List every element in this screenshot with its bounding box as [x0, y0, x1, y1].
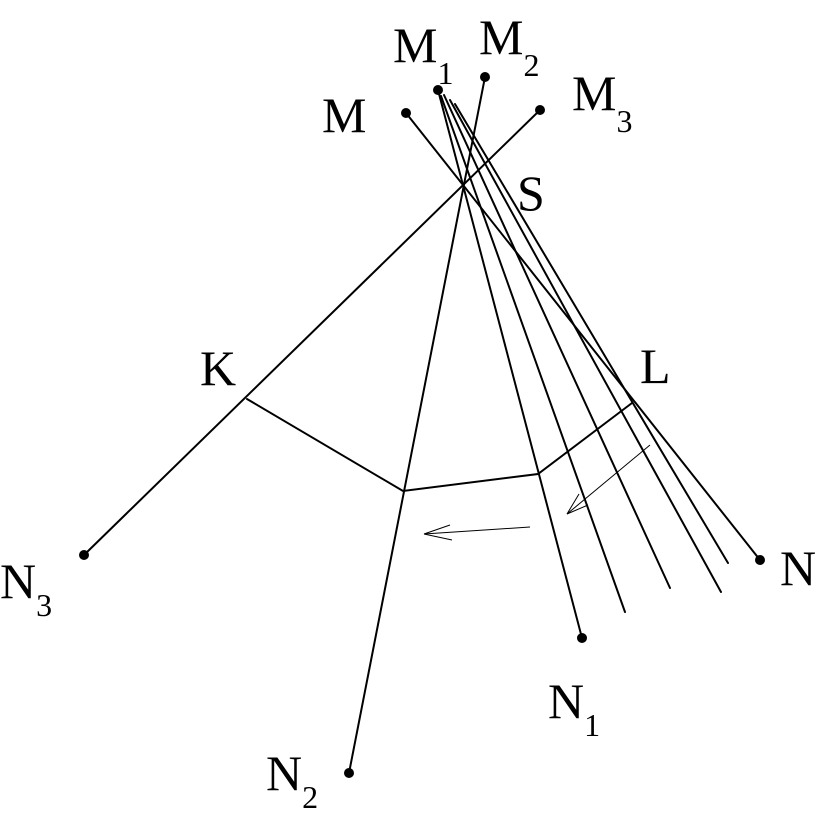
label-l: L: [640, 338, 671, 394]
point-m1: [433, 85, 443, 95]
fan-line: [443, 94, 671, 589]
point-n2: [344, 768, 354, 778]
point-m: [401, 108, 411, 118]
label-n1: N1: [548, 673, 600, 743]
point-n3: [79, 550, 89, 560]
label-s: S: [517, 165, 545, 221]
polygon-k-l: [246, 398, 633, 493]
fan-line: [440, 95, 626, 613]
point-m3: [535, 105, 545, 115]
line-m1-n1: [437, 89, 583, 639]
label-m3: M3: [572, 65, 632, 139]
fan-line: [449, 99, 722, 593]
line-m2-n2: [348, 76, 486, 774]
arrow-diagonal: [566, 444, 651, 515]
arrow-left: [423, 524, 531, 541]
label-n3: N3: [0, 553, 52, 623]
label-n: N: [780, 540, 816, 596]
label-m1: M1: [393, 17, 453, 91]
line-m3-n3: [83, 109, 541, 556]
point-n: [755, 555, 765, 565]
fan-line: [454, 103, 729, 564]
label-k: K: [200, 340, 236, 396]
label-m: M: [322, 87, 366, 143]
point-m2: [480, 72, 490, 82]
label-n2: N2: [266, 745, 318, 815]
label-m2: M2: [479, 9, 539, 83]
point-n1: [577, 633, 587, 643]
line-m-n: [405, 112, 761, 561]
